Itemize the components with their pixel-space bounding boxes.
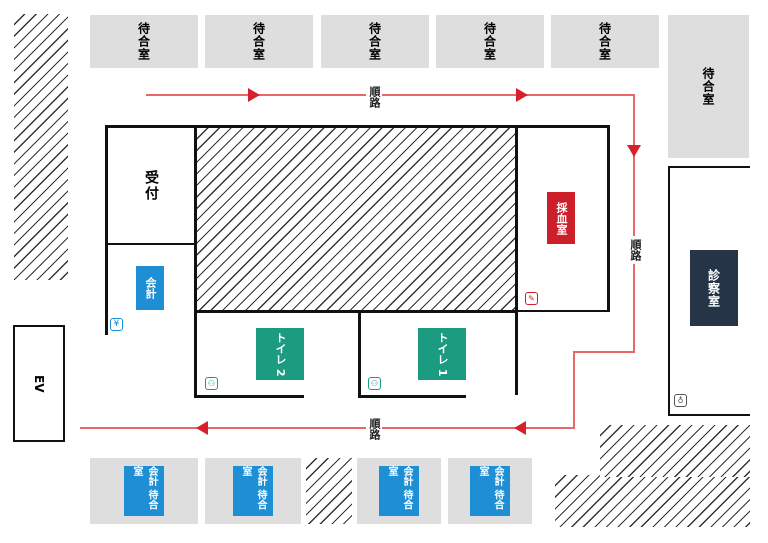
waiting-room-right: 待合室 [668,15,749,158]
wall [105,125,108,335]
cashier-waiting-label: 会計 待合室 [240,466,266,510]
waiting-room-label: 待合室 [136,22,151,61]
waiting-room-top-5: 待合室 [551,15,659,68]
cashier-label: 会計 [144,277,157,299]
route-arrow-right [516,88,528,102]
wall [105,243,197,245]
wall [607,125,610,312]
cashier-waiting-label: 会計 待合室 [131,466,157,510]
waiting-room-top-4: 待合室 [436,15,544,68]
cashier-waiting-badge: 会計 待合室 [233,466,273,516]
wall [194,310,518,313]
route-arrow-left [514,421,526,435]
wall [194,125,197,395]
route-label-right: 順路 [627,236,643,264]
cashier-waiting-badge: 会計 待合室 [124,466,164,516]
waiting-room-label: 待合室 [251,22,266,61]
waiting-room-label: 待合室 [367,22,382,61]
syringe-icon: ✎ [525,292,538,305]
hatched-area-center [197,128,515,310]
waiting-room-label: 待合室 [701,67,715,106]
route-label-top: 順路 [366,84,382,110]
cashier-waiting-badge: 会計 待合室 [470,466,510,516]
elevator-label: EV [32,374,46,393]
cashier-waiting-3: 会計 待合室 [357,458,441,524]
cashier-waiting-2: 会計 待合室 [205,458,301,524]
stethoscope-icon: ♁ [674,394,687,407]
waiting-room-top-1: 待合室 [90,15,198,68]
cashier-waiting-1: 会計 待合室 [90,458,198,524]
waiting-room-label: 待合室 [482,22,497,61]
blood-draw-label: 採血室 [555,201,568,235]
hatched-area-bottom-middle [306,458,352,524]
cashier-waiting-label: 会計 待合室 [477,466,503,510]
toilet-1-label: トイレ 1 [436,331,449,377]
toilet-1-badge: トイレ 1 [418,328,466,380]
exam-badge: 診察室 [690,250,738,326]
hatched-area-bottom-right [555,475,750,527]
waiting-room-top-3: 待合室 [321,15,429,68]
cashier-waiting-badge: 会計 待合室 [379,466,419,516]
route-line [80,94,635,429]
hatched-area-left [14,14,68,280]
exam-label: 診察室 [706,268,721,308]
wall [194,395,304,398]
elevator: EV [13,325,65,442]
reception-label: 受付 [143,169,159,202]
toilet-2-badge: トイレ 2 [256,328,304,380]
reception-room: 受付 [108,128,194,243]
yen-icon: ¥ [110,318,123,331]
wall [105,125,610,128]
cashier-waiting-label: 会計 待合室 [386,466,412,510]
restroom-icon: ⚇ [368,377,381,390]
waiting-room-label: 待合室 [597,22,612,61]
exam-room [668,166,750,416]
cashier-waiting-4: 会計 待合室 [448,458,532,524]
toilet-2-label: トイレ 2 [274,331,287,377]
route-arrow-down [627,145,641,157]
restroom-icon: ⚇ [205,377,218,390]
cashier-badge: 会計 [136,266,164,310]
wall [358,395,466,398]
wall [515,125,518,395]
wall [517,310,610,312]
hatched-area-bottom-right-2 [600,425,750,477]
route-arrow-left [196,421,208,435]
route-arrow-right [248,88,260,102]
route-label-bottom: 順路 [366,416,382,442]
blood-draw-badge: 採血室 [547,192,575,244]
wall [358,310,361,395]
waiting-room-top-2: 待合室 [205,15,313,68]
